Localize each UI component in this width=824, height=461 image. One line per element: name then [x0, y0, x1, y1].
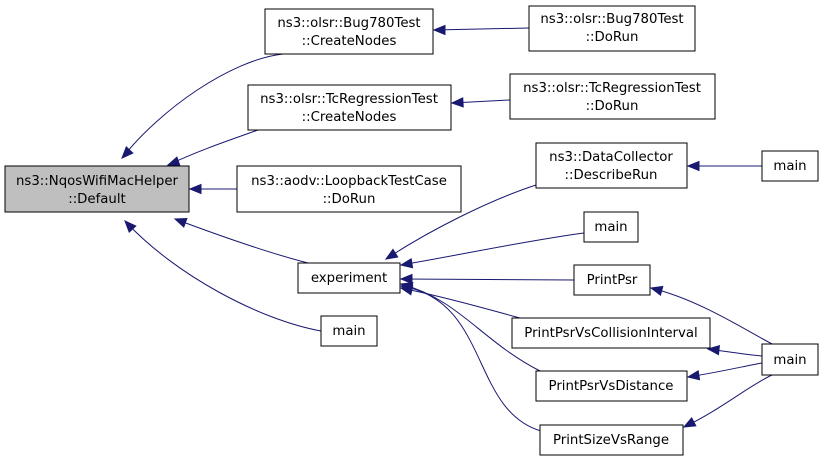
node-main-3[interactable]: main [583, 211, 639, 243]
edge-tcreg-dorun-to-tcreg-createnodes [450, 97, 511, 108]
arrowhead [686, 370, 701, 381]
node-tcregressiontest-createnodes[interactable]: ns3::olsr::TcRegressionTest ::CreateNode… [247, 84, 452, 131]
edges-layer [121, 24, 775, 432]
node-nqos-wifi-mac-helper-default: ns3::NqosWifiMacHelper ::Default [4, 165, 190, 213]
node-label-line-1: ns3::olsr::Bug780Test [277, 16, 420, 31]
arrowhead [121, 146, 134, 159]
arrowhead [399, 282, 414, 294]
edge-line [650, 287, 775, 346]
arrowhead [649, 285, 664, 296]
edge-printsize-range-to-experiment [399, 282, 542, 432]
edge-line [400, 278, 575, 281]
edge-main-d-to-printsize-range [682, 374, 773, 428]
node-label: PrintPsr [587, 273, 638, 288]
node-main-2[interactable]: main [761, 150, 819, 182]
node-label-line-2: ::DoRun [586, 30, 639, 45]
node-label-line-1: ns3::olsr::TcRegressionTest [523, 81, 701, 96]
node-label: main [773, 353, 806, 368]
arrowhead [384, 248, 399, 260]
node-label: main [332, 324, 365, 339]
node-bug780test-createnodes[interactable]: ns3::olsr::Bug780Test ::CreateNodes [264, 8, 434, 55]
edge-main-c-to-experiment [399, 232, 585, 269]
node-label-line-2: ::DoRun [586, 99, 639, 114]
edge-line [167, 129, 259, 166]
edge-main-d-to-printpsr-collision [706, 344, 763, 357]
arrowhead [682, 416, 697, 428]
node-label-line-2: ::CreateNodes [302, 34, 397, 49]
arrowhead [432, 24, 446, 36]
edge-main-b-to-datacollector-describerun [686, 160, 762, 172]
node-label: experiment [311, 271, 387, 286]
edge-line [400, 287, 521, 319]
node-label-line-2: ::Default [68, 192, 126, 207]
node-main-4[interactable]: main [761, 343, 819, 376]
node-label-line-2: ::DoRun [323, 192, 376, 207]
edge-printpsr-to-experiment [399, 273, 575, 285]
edge-line [124, 220, 322, 332]
edge-line [385, 184, 537, 260]
arrowhead [124, 220, 137, 233]
node-printpsr-vs-distance[interactable]: PrintPsrVsDistance [535, 370, 688, 402]
edge-main-d-to-printpsr-distance [686, 362, 763, 381]
arrowhead [399, 273, 413, 285]
edge-line [121, 53, 284, 159]
edge-main-a-to-nqos-default [124, 220, 322, 332]
node-label: main [594, 220, 627, 235]
edge-line [433, 27, 530, 31]
edge-bug780-createnodes-to-nqos-default [121, 53, 284, 159]
edge-tcreg-createnodes-to-nqos-default [166, 129, 259, 167]
node-label-line-1: ns3::olsr::TcRegressionTest [260, 92, 438, 107]
arrowhead [188, 183, 202, 195]
edge-line [174, 218, 309, 264]
arrowhead [686, 160, 700, 172]
node-label: PrintPsrVsCollisionInterval [524, 326, 697, 341]
node-printpsr-vs-collision-interval[interactable]: PrintPsrVsCollisionInterval [511, 317, 711, 349]
node-datacollector-describerun[interactable]: ns3::DataCollector ::DescribeRun [535, 142, 688, 189]
edge-line [400, 285, 542, 432]
arrowhead [706, 344, 720, 356]
node-label: PrintSizeVsRange [553, 433, 669, 448]
node-experiment[interactable]: experiment [297, 262, 401, 294]
arrowhead [450, 97, 464, 108]
node-tcregressiontest-dorun[interactable]: ns3::olsr::TcRegressionTest ::DoRun [509, 73, 716, 120]
node-aodv-loopbacktestcase-dorun[interactable]: ns3::aodv::LoopbackTestCase ::DoRun [236, 165, 462, 213]
node-bug780test-dorun[interactable]: ns3::olsr::Bug780Test ::DoRun [528, 5, 696, 52]
node-label: PrintPsrVsDistance [549, 379, 674, 394]
node-label-line-1: ns3::aodv::LoopbackTestCase [251, 174, 447, 189]
arrowhead [173, 218, 188, 228]
node-label-line-1: ns3::NqosWifiMacHelper [16, 174, 179, 189]
edge-line [683, 374, 773, 428]
edge-aodv-dorun-to-nqos-default [188, 183, 237, 195]
edge-datacollector-describerun-to-experiment [384, 184, 537, 260]
nodes-layer: ns3::NqosWifiMacHelper ::Default ns3::ol… [4, 5, 819, 456]
node-main-1[interactable]: main [320, 315, 378, 347]
edge-bug780-dorun-to-bug780-createnodes [432, 24, 530, 36]
node-label-line-1: ns3::DataCollector [549, 150, 673, 165]
node-printpsr[interactable]: PrintPsr [573, 264, 651, 296]
node-label-line-2: ::CreateNodes [302, 110, 397, 125]
edge-main-d-to-printpsr [649, 285, 775, 346]
arrowhead [399, 258, 414, 269]
node-label: main [773, 159, 806, 174]
edge-line [400, 232, 585, 266]
edge-experiment-to-nqos-default [173, 218, 309, 264]
node-label-line-2: ::DescribeRun [565, 168, 658, 183]
node-label-line-1: ns3::olsr::Bug780Test [540, 12, 683, 27]
arrowhead [166, 156, 181, 167]
node-printsize-vs-range[interactable]: PrintSizeVsRange [539, 424, 684, 456]
